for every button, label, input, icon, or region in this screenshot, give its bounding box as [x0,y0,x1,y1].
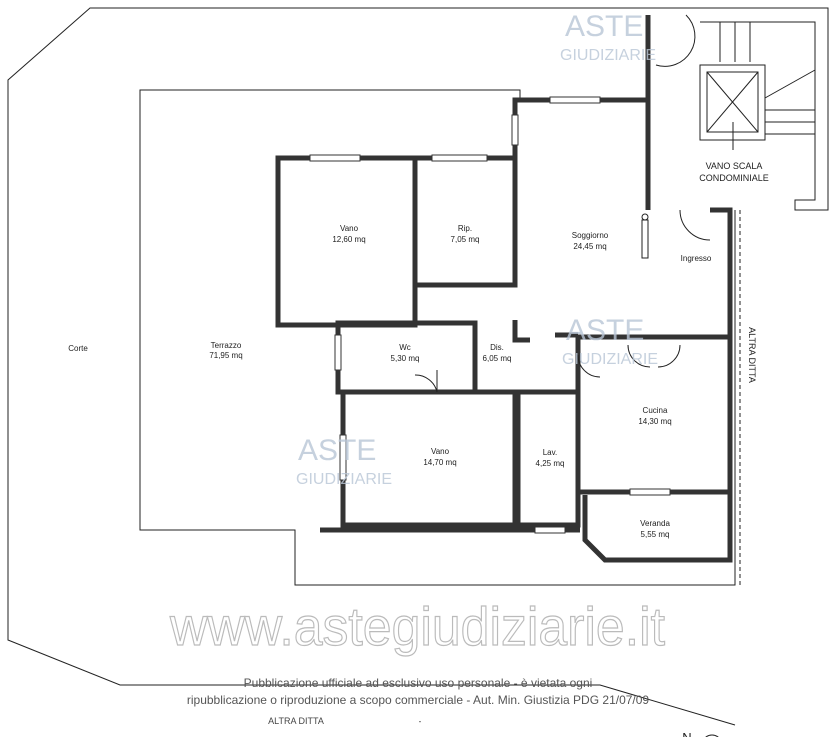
watermark-logo: ASTE GIUDIZIARIE ASTE GIUDIZIARIE ASTE G… [296,10,658,488]
room-corte: Corte [68,344,88,353]
room-rip-area: 7,05 mq [451,235,480,244]
doors [414,14,711,393]
stairwell [650,7,829,211]
room-lav-area: 4,25 mq [536,459,565,468]
svg-text:GIUDIZIARIE: GIUDIZIARIE [560,47,656,64]
windows [309,96,671,534]
room-terrazzo: Terrazzo [211,341,242,350]
terrace-boundary [139,89,736,586]
north-label: N [682,730,691,737]
disclaimer-line-2: ripubblicazione o riproduzione a scopo c… [187,693,650,707]
disclaimer-line-1: Pubblicazione ufficiale ad esclusivo uso… [244,676,593,690]
room-lav: Lav. [543,448,558,457]
room-soggiorno-area: 24,45 mq [573,242,606,251]
site-watermark: www.astegiudiziarie.it [169,597,665,657]
column-marker [641,213,649,221]
room-wc: Wc [399,343,411,352]
room-wc-area: 5,30 mq [391,354,420,363]
altra-ditta-bottom-label: ALTRA DITTA [268,716,324,726]
room-dis: Dis. [490,343,504,352]
altra-ditta-label: ALTRA DITTA [747,327,757,383]
stairwell-label-2: CONDOMINIALE [699,173,769,183]
room-cucina-area: 14,30 mq [638,417,671,426]
room-terrazzo-area: 71,95 mq [209,351,242,360]
room-vano-2-area: 14,70 mq [423,458,456,467]
room-soggiorno: Soggiorno [572,231,609,240]
room-dis-area: 6,05 mq [483,354,512,363]
svg-text:GIUDIZIARIE: GIUDIZIARIE [296,471,392,488]
svg-text:ASTE: ASTE [298,434,376,467]
room-veranda-area: 5,55 mq [641,530,670,539]
site-boundary [7,7,736,726]
room-vano-2: Vano [431,447,450,456]
room-vano-1: Vano [340,224,359,233]
svg-text:ASTE: ASTE [565,10,643,43]
svg-text:ASTE: ASTE [566,314,644,347]
north-arrow-icon [705,734,719,737]
room-vano-1-area: 12,60 mq [332,235,365,244]
column [641,219,649,259]
room-rip: Rip. [458,224,472,233]
room-cucina: Cucina [643,406,668,415]
stairwell-label-1: VANO SCALA [706,161,763,171]
svg-text:GIUDIZIARIE: GIUDIZIARIE [562,351,658,368]
dash-mark: - [419,717,422,726]
room-ingresso: Ingresso [681,254,712,263]
room-veranda: Veranda [640,519,670,528]
